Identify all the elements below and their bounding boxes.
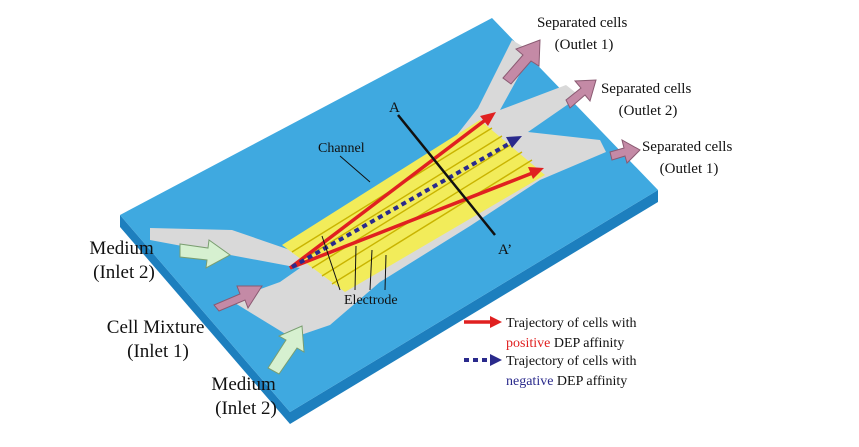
electrode-pointer bbox=[369, 249, 373, 291]
electrode-finger bbox=[301, 135, 503, 261]
legend-positive-swatch-head bbox=[490, 316, 502, 328]
legend-negative-swatch-head bbox=[490, 354, 502, 366]
label-cell-mixture: Cell Mixture (Inlet 1) bbox=[107, 317, 209, 362]
substrate-side-face-front bbox=[290, 190, 658, 424]
negative-trajectory bbox=[291, 140, 513, 269]
section-line-a-a-prime bbox=[397, 114, 496, 236]
label-outlet-bottom-line1: Separated cells bbox=[642, 139, 733, 155]
outlet-arrow-middle bbox=[565, 79, 597, 109]
label-medium-upper: Medium (Inlet 2) bbox=[89, 238, 158, 283]
inlet-arrow-cell-mixture bbox=[213, 285, 263, 312]
label-section-a-prime: A’ bbox=[498, 242, 512, 258]
positive-trajectory-lower bbox=[289, 170, 536, 270]
label-electrode: Electrode bbox=[344, 293, 398, 308]
legend-negative-line2: negative DEP affinity bbox=[506, 374, 627, 389]
label-outlet-bottom-line2: (Outlet 1) bbox=[660, 161, 719, 177]
label-medium-upper-line1: Medium bbox=[89, 238, 154, 259]
label-medium-lower-line1: Medium bbox=[211, 374, 276, 395]
inlet-arrow-medium-upper bbox=[179, 239, 231, 269]
electrode-pointer bbox=[321, 235, 341, 291]
label-cell-mixture-line1: Cell Mixture bbox=[107, 317, 205, 338]
inlet-arrow-medium-lower bbox=[267, 325, 305, 375]
label-medium-lower-line2: (Inlet 2) bbox=[215, 398, 277, 419]
legend-positive-line2: positive DEP affinity bbox=[506, 336, 624, 351]
negative-trajectory-arrowhead bbox=[506, 136, 522, 148]
label-outlet-top-line1: Separated cells bbox=[537, 15, 628, 31]
channel-pointer bbox=[339, 155, 371, 183]
electrode-pointer bbox=[384, 254, 387, 291]
positive-trajectory-upper bbox=[288, 116, 490, 270]
legend-positive-rest: DEP affinity bbox=[550, 336, 624, 351]
legend-positive-line1: Trajectory of cells with bbox=[506, 316, 637, 331]
label-outlet-top: Separated cells (Outlet 1) bbox=[537, 15, 631, 53]
label-medium-lower: Medium (Inlet 2) bbox=[211, 374, 280, 419]
legend-negative-text: Trajectory of cells with negative DEP af… bbox=[506, 354, 640, 389]
label-outlet-bottom: Separated cells (Outlet 1) bbox=[642, 139, 736, 177]
legend-negative-rest: DEP affinity bbox=[553, 374, 627, 389]
label-section-a: A bbox=[389, 100, 400, 116]
electrode-pointers bbox=[321, 235, 387, 291]
positive-trajectory-lower-arrowhead bbox=[528, 167, 544, 179]
legend-positive-text: Trajectory of cells with positive DEP af… bbox=[506, 316, 640, 351]
legend: Trajectory of cells with positive DEP af… bbox=[464, 316, 640, 389]
label-outlet-middle-line2: (Outlet 2) bbox=[619, 103, 678, 119]
legend-negative-keyword: negative bbox=[506, 374, 553, 389]
legend-negative-line1: Trajectory of cells with bbox=[506, 354, 637, 369]
label-cell-mixture-line2: (Inlet 1) bbox=[127, 341, 189, 362]
positive-trajectory-upper-arrowhead bbox=[480, 112, 496, 126]
electrode-array bbox=[282, 120, 545, 292]
label-outlet-middle: Separated cells (Outlet 2) bbox=[601, 81, 695, 119]
substrate-side-face bbox=[120, 215, 290, 424]
outlet-arrow-top bbox=[502, 39, 541, 85]
outlet-arrow-bottom bbox=[609, 139, 641, 164]
label-medium-upper-line2: (Inlet 2) bbox=[93, 262, 155, 283]
electrode-finger bbox=[331, 159, 533, 285]
electrode-pointer bbox=[354, 245, 357, 291]
label-outlet-middle-line1: Separated cells bbox=[601, 81, 692, 97]
label-channel: Channel bbox=[318, 141, 365, 156]
label-outlet-top-line2: (Outlet 1) bbox=[555, 37, 614, 53]
legend-positive-keyword: positive bbox=[506, 336, 550, 351]
